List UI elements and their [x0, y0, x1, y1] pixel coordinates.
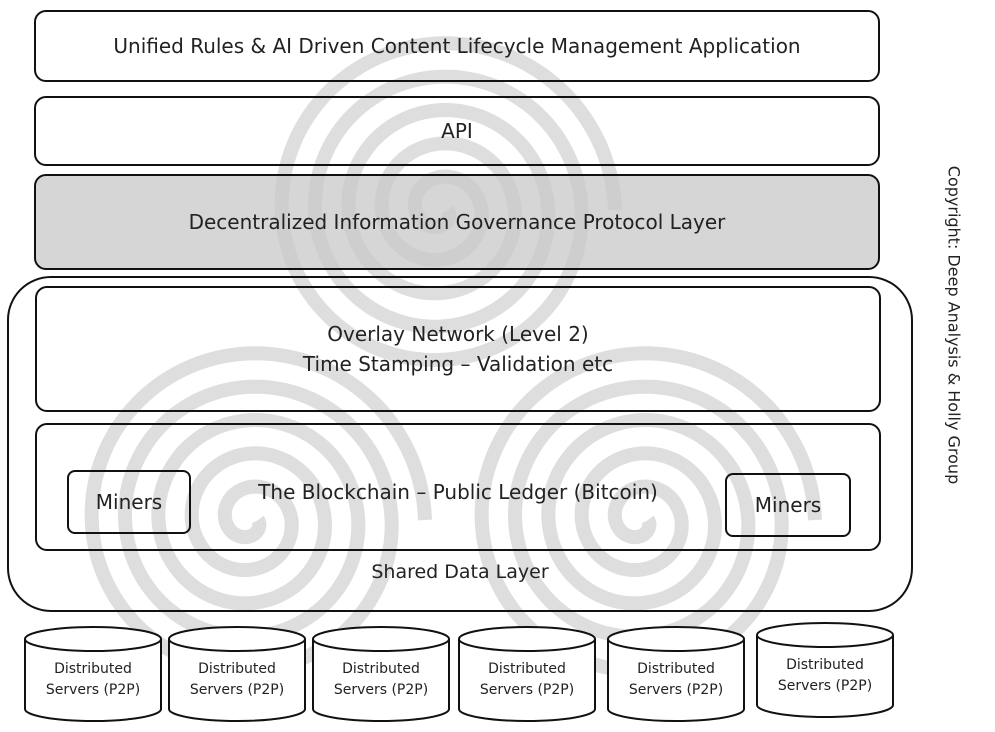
api-layer: API [34, 96, 880, 166]
database-icon [24, 626, 162, 722]
server-cylinder: Distributed Servers (P2P) [606, 625, 746, 725]
miners-left-label: Miners [95, 490, 163, 514]
shared-data-label: Shared Data Layer [371, 561, 549, 583]
server-label-line2: Servers (P2P) [189, 682, 285, 698]
api-layer-label: API [441, 119, 473, 143]
database-icon [168, 626, 306, 722]
server-label-line1: Distributed [637, 661, 715, 677]
database-icon [458, 626, 596, 722]
application-layer: Unified Rules & AI Driven Content Lifecy… [34, 10, 880, 82]
server-label-line1: Distributed [786, 657, 864, 673]
miners-right-label: Miners [754, 493, 822, 517]
blockchain-label: The Blockchain – Public Ledger (Bitcoin) [258, 480, 658, 504]
overlay-network-layer: Overlay Network (Level 2) Time Stamping … [35, 286, 881, 412]
copyright-text: Copyright: Deep Analysis & Holly Group [944, 165, 964, 485]
server-label-line2: Servers (P2P) [333, 682, 429, 698]
server-label-line2: Servers (P2P) [777, 678, 873, 694]
overlay-network-sublabel: Time Stamping – Validation etc [302, 352, 614, 376]
server-label-line1: Distributed [342, 661, 420, 677]
server-label-line1: Distributed [54, 661, 132, 677]
blockchain-layer: The Blockchain – Public Ledger (Bitcoin) [35, 423, 881, 551]
miners-left-box: Miners [67, 470, 191, 534]
server-cylinder: Distributed Servers (P2P) [755, 621, 895, 721]
server-cylinder: Distributed Servers (P2P) [457, 625, 597, 725]
protocol-layer: Decentralized Information Governance Pro… [34, 174, 880, 270]
server-label-line1: Distributed [198, 661, 276, 677]
overlay-network-label: Overlay Network (Level 2) [327, 322, 589, 346]
database-icon [607, 626, 745, 722]
miners-right-box: Miners [725, 473, 851, 537]
server-cylinder: Distributed Servers (P2P) [23, 625, 163, 725]
database-icon [756, 622, 894, 718]
server-cylinder: Distributed Servers (P2P) [311, 625, 451, 725]
server-label-line2: Servers (P2P) [479, 682, 575, 698]
protocol-layer-label: Decentralized Information Governance Pro… [188, 210, 726, 234]
database-icon [312, 626, 450, 722]
copyright-note: Copyright: Deep Analysis & Holly Group [939, 155, 969, 495]
server-cylinder: Distributed Servers (P2P) [167, 625, 307, 725]
shared-data-layer [7, 276, 913, 612]
server-label-line1: Distributed [488, 661, 566, 677]
server-label-line2: Servers (P2P) [628, 682, 724, 698]
server-label-line2: Servers (P2P) [45, 682, 141, 698]
application-layer-label: Unified Rules & AI Driven Content Lifecy… [113, 34, 801, 58]
